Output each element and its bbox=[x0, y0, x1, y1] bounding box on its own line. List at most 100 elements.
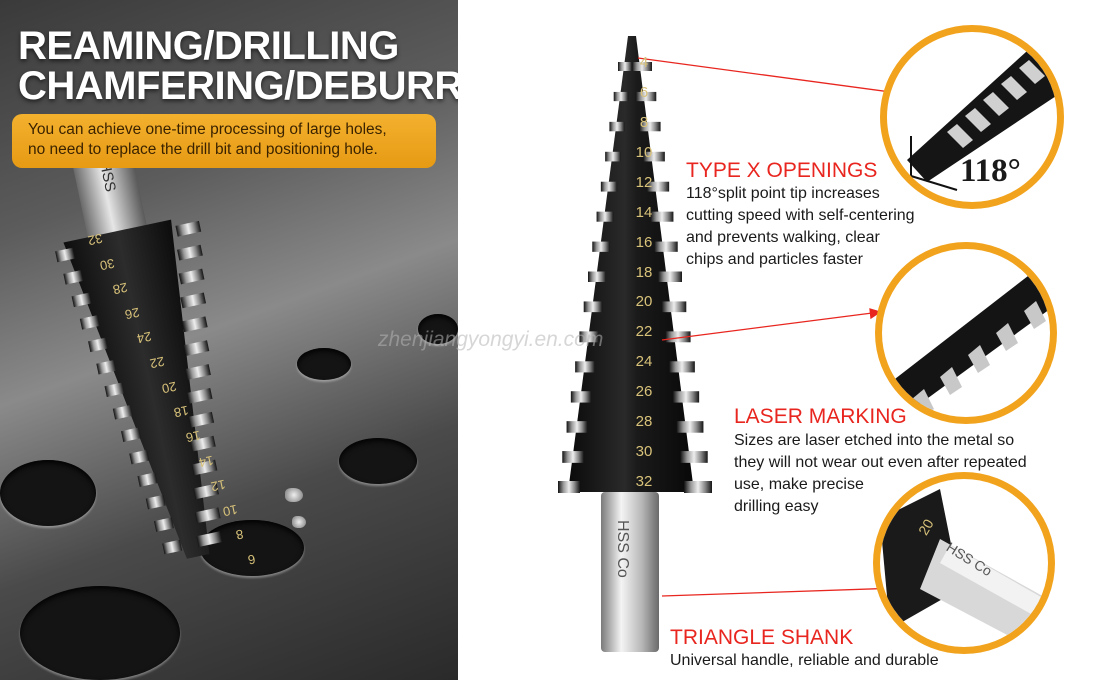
laser-line: Sizes are laser etched into the metal so bbox=[734, 432, 1015, 449]
laser-line: they will not wear out even after repeat… bbox=[734, 454, 1027, 471]
left-drill-step bbox=[178, 268, 205, 285]
drilled-hole bbox=[418, 314, 458, 344]
drill-size-label: 28 bbox=[635, 413, 653, 431]
left-drill-step bbox=[121, 427, 141, 442]
drilled-hole bbox=[297, 348, 351, 380]
drill-step bbox=[658, 271, 682, 282]
left-drill-step bbox=[79, 315, 100, 330]
drill-step bbox=[596, 211, 614, 222]
shank-marking: HSS Co bbox=[614, 520, 631, 578]
zoom-laser-circle bbox=[875, 242, 1057, 424]
drill-step bbox=[600, 181, 618, 192]
zoom-tip-circle bbox=[880, 25, 1064, 209]
leader-line-tip bbox=[637, 57, 921, 97]
left-drill-step bbox=[180, 292, 207, 309]
tip-angle-label: 118° bbox=[960, 153, 1021, 189]
left-drill-step bbox=[104, 382, 125, 398]
type-x-title: TYPE X OPENINGS bbox=[686, 159, 878, 182]
drill-step bbox=[672, 391, 700, 403]
drill-step bbox=[632, 62, 652, 71]
left-drill-step bbox=[193, 483, 219, 500]
type-x-description: 118°split point tip increases cutting sp… bbox=[686, 183, 915, 271]
left-drill-step bbox=[189, 435, 216, 452]
drilled-hole bbox=[0, 460, 96, 526]
left-drill-step bbox=[129, 449, 150, 465]
drilled-hole bbox=[339, 438, 417, 484]
left-drill-step bbox=[186, 388, 213, 404]
drill-size-label: 10 bbox=[635, 143, 653, 161]
left-drill-step bbox=[153, 517, 174, 532]
drill-step bbox=[566, 421, 588, 433]
drill-step bbox=[635, 91, 657, 102]
drilled-hole bbox=[20, 586, 180, 680]
drill-shank bbox=[601, 492, 659, 652]
metal-chip bbox=[285, 488, 303, 502]
zoom-shank-circle: 20 HSS Co bbox=[873, 472, 1055, 654]
laser-zoom-graphic bbox=[882, 259, 1050, 417]
drill-step bbox=[643, 151, 665, 162]
headline-line-1: REAMING/DRILLING bbox=[18, 24, 399, 68]
drill-size-label: 20 bbox=[635, 293, 653, 311]
triangle-shank-title: TRIANGLE SHANK bbox=[670, 626, 854, 649]
left-drill-step bbox=[181, 316, 208, 333]
drill-step bbox=[583, 301, 603, 313]
banner-line-2: no need to replace the drill bit and pos… bbox=[28, 141, 378, 158]
drill-step bbox=[570, 391, 592, 403]
drill-size-label: 6 bbox=[639, 83, 649, 101]
drill-size-label: 18 bbox=[635, 263, 653, 281]
drill-step bbox=[646, 181, 670, 192]
drill-size-label: 22 bbox=[635, 323, 653, 341]
drilled-hole bbox=[200, 520, 304, 576]
type-x-line: and prevents walking, clear bbox=[686, 229, 880, 246]
banner-line-1: You can achieve one-time processing of l… bbox=[28, 121, 387, 138]
type-x-line: chips and particles faster bbox=[686, 251, 863, 268]
type-x-line: cutting speed with self-centering bbox=[686, 207, 915, 224]
left-drill-step bbox=[55, 247, 76, 263]
left-drill-step bbox=[112, 404, 133, 420]
laser-line: use, make precise bbox=[734, 476, 864, 493]
drill-size-label: 12 bbox=[635, 173, 653, 191]
drill-size-label: 14 bbox=[635, 203, 653, 221]
left-drill-step bbox=[183, 340, 210, 357]
drill-step bbox=[650, 211, 674, 222]
drill-size-label: 32 bbox=[635, 473, 653, 490]
watermark: zhenjiangyongyi.en.com bbox=[378, 328, 604, 351]
drill-step bbox=[605, 151, 621, 162]
drill-size-label: 4 bbox=[639, 54, 649, 71]
left-drill-step bbox=[63, 270, 84, 285]
leader-line-shank bbox=[661, 587, 901, 597]
drill-step bbox=[654, 241, 678, 252]
processing-banner: You can achieve one-time processing of l… bbox=[12, 114, 436, 168]
headline-line-2: CHAMFERING/DEBURRING bbox=[18, 64, 458, 108]
drill-step bbox=[676, 421, 704, 433]
left-drill-step bbox=[175, 220, 202, 237]
drill-size-label: 8 bbox=[639, 113, 649, 131]
drill-step bbox=[609, 121, 625, 132]
triangle-shank-description: Universal handle, reliable and durable bbox=[670, 650, 939, 672]
drill-step bbox=[669, 361, 695, 373]
left-drill-step bbox=[191, 459, 218, 476]
left-drill-step bbox=[88, 337, 108, 353]
drill-step bbox=[639, 121, 661, 132]
drill-step bbox=[613, 91, 629, 102]
left-drill-step bbox=[96, 360, 117, 375]
type-x-line: 118°split point tip increases bbox=[686, 185, 880, 202]
laser-line: drilling easy bbox=[734, 498, 819, 515]
drill-body bbox=[568, 36, 694, 492]
tip-zoom-graphic bbox=[907, 42, 1057, 191]
laser-marking-title: LASER MARKING bbox=[734, 405, 907, 428]
drill-step bbox=[558, 481, 580, 493]
metal-chip bbox=[292, 516, 306, 528]
left-drill-step bbox=[137, 472, 158, 487]
leader-line-laser bbox=[661, 311, 881, 341]
left-drill-step bbox=[188, 411, 215, 428]
left-drill-step bbox=[145, 494, 166, 510]
drill-step bbox=[684, 481, 712, 493]
left-drill-step bbox=[185, 364, 211, 380]
left-drill-step bbox=[162, 539, 183, 555]
laser-marking-description: Sizes are laser etched into the metal so… bbox=[734, 430, 1027, 518]
headline: REAMING/DRILLING CHAMFERING/DEBURRING bbox=[18, 26, 458, 106]
drill-size-label: 30 bbox=[635, 443, 653, 461]
